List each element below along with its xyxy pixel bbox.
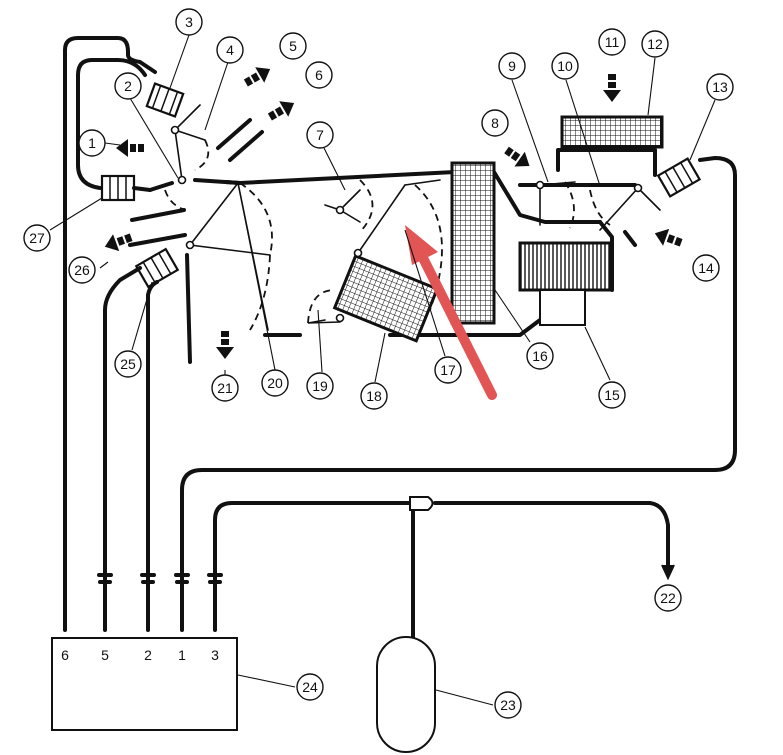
callouts: 1 2 3 4 5 6 7 8 9 10 11 12 13 14 15 16 1… bbox=[23, 8, 734, 719]
callout-22-number: 22 bbox=[660, 590, 676, 606]
callout-7-number: 7 bbox=[316, 127, 324, 143]
callout-17: 17 bbox=[434, 356, 462, 384]
blend-door bbox=[324, 179, 443, 311]
callout-11-number: 11 bbox=[605, 34, 620, 50]
callout-1: 1 bbox=[78, 129, 106, 157]
module-pin-2: 2 bbox=[144, 647, 152, 663]
recirc-filter bbox=[560, 115, 664, 149]
callout-4-number: 4 bbox=[226, 42, 234, 58]
callout-4: 4 bbox=[216, 36, 244, 64]
callout-11: 11 bbox=[598, 28, 626, 56]
callout-13: 13 bbox=[706, 73, 734, 101]
callout-16: 16 bbox=[526, 342, 554, 370]
callout-18-number: 18 bbox=[366, 388, 382, 404]
callout-14: 14 bbox=[692, 254, 720, 282]
callout-2: 2 bbox=[114, 72, 142, 100]
callout-25-number: 25 bbox=[120, 356, 136, 372]
callout-25: 25 bbox=[114, 350, 142, 378]
vacuum-reservoir bbox=[376, 636, 436, 753]
callout-leaders bbox=[49, 34, 716, 706]
callout-13-number: 13 bbox=[712, 79, 728, 95]
callout-18: 18 bbox=[360, 382, 388, 410]
hose-connectors bbox=[97, 573, 223, 584]
module-pin-6: 6 bbox=[61, 647, 69, 663]
callout-27-number: 27 bbox=[29, 230, 45, 246]
module-pin-3: 3 bbox=[211, 647, 219, 663]
callout-15: 15 bbox=[598, 381, 626, 409]
airflow-arrows bbox=[104, 67, 683, 359]
callout-19-number: 19 bbox=[312, 378, 328, 394]
heater-core bbox=[332, 253, 440, 343]
callout-2-number: 2 bbox=[124, 78, 132, 94]
vacuum-motor-3 bbox=[145, 82, 185, 118]
callout-10-number: 10 bbox=[557, 58, 573, 74]
callout-10: 10 bbox=[551, 52, 579, 80]
module-pin-1: 1 bbox=[178, 647, 186, 663]
callout-8-number: 8 bbox=[491, 115, 499, 131]
module-pin-5: 5 bbox=[101, 647, 109, 663]
vacuum-control-module bbox=[51, 637, 238, 731]
callout-21: 21 bbox=[211, 374, 239, 402]
callout-20-number: 20 bbox=[267, 375, 283, 391]
callout-1-number: 1 bbox=[88, 135, 96, 151]
callout-12-number: 12 bbox=[647, 36, 663, 52]
callout-21-number: 21 bbox=[217, 380, 233, 396]
callout-23: 23 bbox=[494, 691, 522, 719]
callout-20: 20 bbox=[261, 369, 289, 397]
callout-17-number: 17 bbox=[440, 362, 456, 378]
vacuum-motor-27 bbox=[100, 174, 136, 202]
callout-26: 26 bbox=[68, 256, 96, 284]
callout-9-number: 9 bbox=[508, 58, 516, 74]
vacuum-motor-13 bbox=[656, 157, 702, 198]
module-pin-labels: 6 5 2 1 3 bbox=[61, 647, 219, 663]
callout-23-number: 23 bbox=[500, 697, 516, 713]
callout-16-number: 16 bbox=[532, 348, 548, 364]
callout-14-number: 14 bbox=[698, 260, 714, 276]
callout-22: 22 bbox=[654, 584, 682, 612]
callout-26-number: 26 bbox=[74, 262, 90, 278]
callout-15-number: 15 bbox=[604, 387, 620, 403]
callout-6-number: 6 bbox=[315, 67, 323, 83]
callout-6: 6 bbox=[305, 61, 333, 89]
evaporator-core bbox=[450, 161, 496, 325]
blower-motor bbox=[539, 289, 586, 326]
lower-door bbox=[307, 289, 345, 324]
callout-3-number: 3 bbox=[185, 14, 193, 30]
vacuum-motor-25 bbox=[134, 247, 180, 289]
callout-12: 12 bbox=[641, 30, 669, 58]
callout-3: 3 bbox=[175, 8, 203, 36]
callout-19: 19 bbox=[306, 372, 334, 400]
callout-8: 8 bbox=[481, 109, 509, 137]
callout-27: 27 bbox=[23, 224, 51, 252]
blower-wheel bbox=[518, 241, 612, 292]
callout-5-number: 5 bbox=[289, 38, 297, 54]
callout-24: 24 bbox=[296, 673, 324, 701]
callout-7: 7 bbox=[306, 121, 334, 149]
callout-5: 5 bbox=[279, 32, 307, 60]
callout-24-number: 24 bbox=[302, 679, 318, 695]
callout-9: 9 bbox=[498, 52, 526, 80]
recirc-door bbox=[535, 180, 661, 231]
